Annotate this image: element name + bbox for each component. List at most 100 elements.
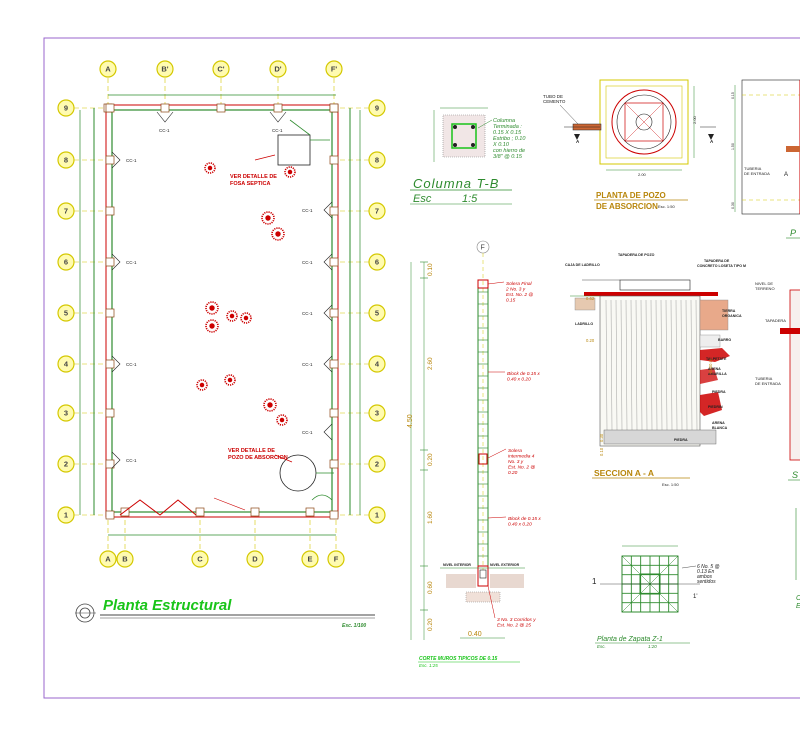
- plan-column-3: [273, 103, 283, 113]
- tree-11: [276, 414, 288, 426]
- tree-8: [196, 379, 208, 391]
- grid-bubble-top-1-label: B': [161, 65, 168, 74]
- right-pipe-label-1: TUBERIA: [744, 166, 762, 171]
- grid-bubble-left-8-circle: [57, 506, 75, 524]
- cc-right-tag-1: CC-1: [302, 260, 313, 265]
- column-note-leader: [477, 119, 493, 129]
- grid-bubble-bottom-1-label: B: [122, 555, 128, 564]
- right-ground-2: TERRENO: [755, 286, 775, 291]
- grid-bubble-left-8-label: 1: [64, 511, 68, 520]
- well-outer-box: [599, 79, 689, 165]
- right-mark-a: A: [784, 172, 788, 178]
- tree-7: [240, 312, 252, 324]
- wall-base-beam: [477, 565, 489, 587]
- footing-note-1: 0.13 En: [697, 569, 714, 575]
- tree-6: [226, 310, 238, 322]
- well-title-2: DE ABSORCION: [596, 202, 658, 211]
- shaft-line-626: [625, 299, 628, 431]
- cc-left-tag-1: CC-1: [126, 260, 137, 265]
- label-stone: PIEDRA: [712, 390, 726, 394]
- level-exterior: NIVEL EXTERIOR: [490, 563, 520, 567]
- wall-dim-label-5: 0.20: [427, 618, 434, 631]
- tree-core-8: [199, 382, 205, 388]
- shaft-line-656: [655, 299, 658, 431]
- plan-column-12: [329, 155, 339, 165]
- tree-9: [224, 374, 236, 386]
- cc-right-tag-2: CC-1: [302, 311, 313, 316]
- cut-marker-left: A: [576, 139, 580, 144]
- grid-bubble-right-7-circle: [368, 455, 386, 473]
- right-partial-details: 0.15 1.50 0.30 TUBERIA DE ENTRADA A P NI…: [731, 79, 800, 610]
- note-absorption-2: POZO DE ABSORCION: [228, 455, 288, 461]
- right-ground-1: NIVEL DE: [755, 281, 773, 286]
- note-block-1-line-1: 0.40 x 0.20: [507, 377, 531, 383]
- grid-bubble-left-2-circle: [57, 202, 75, 220]
- note-absorption-1: VER DETALLE DE: [228, 448, 275, 454]
- footing-scale-label: Esc.: [597, 644, 606, 649]
- column-note-5: con hierro de: [493, 148, 525, 154]
- label-clay: BARRO: [718, 338, 731, 342]
- inner-wall-line: [111, 109, 333, 513]
- well-center: [635, 113, 653, 131]
- grid-bubble-right-3-circle: [368, 253, 386, 271]
- grid-bubble-right-2-label: 7: [375, 207, 379, 216]
- shaft-line-641: [640, 299, 643, 431]
- grid-bubble-bottom-2-label: C: [197, 555, 203, 564]
- cc-right-tag-0: CC-1: [302, 208, 313, 213]
- grid-bubble-left-0-label: 9: [64, 104, 68, 113]
- grid-bubble-top-4-circle: [325, 60, 343, 78]
- plan-column-18: [329, 308, 339, 318]
- plan-column-14: [329, 206, 339, 216]
- tree-core-0: [207, 165, 213, 171]
- plan-grid-lines: [74, 78, 370, 550]
- cut-arrow-left: [574, 134, 580, 140]
- grid-bubble-left-3-circle: [57, 253, 75, 271]
- grid-bubble-right-8-circle: [368, 506, 386, 524]
- section-dim-0: 0.62: [586, 296, 595, 301]
- note-block-1-line-0: Block de 0.15 x: [507, 371, 540, 377]
- cc-left-tag-3: CC-1: [126, 458, 137, 463]
- cc-left-arrow-0: [111, 151, 121, 169]
- right-dim-2: 1.50: [731, 143, 735, 150]
- well-lid-diag2: [624, 102, 664, 142]
- shaft-hatching: [605, 299, 698, 431]
- plan-column-13: [105, 206, 115, 216]
- grid-bubble-left-3-label: 6: [64, 258, 68, 267]
- cc-top-tag-0: CC-1: [159, 128, 170, 133]
- wall-footing: [465, 591, 501, 603]
- cc-right-arrow-0: [323, 201, 333, 219]
- column-title: Columna T-B: [413, 176, 499, 191]
- grid-bubble-bottom-3-label: D: [252, 555, 258, 564]
- note-solera-final-line-2: Est. No. 2 @: [506, 292, 533, 298]
- tree-core-3: [275, 231, 281, 237]
- shaft-line-671: [670, 299, 673, 431]
- rebar-4: [471, 143, 475, 147]
- grid-bubble-left-5-circle: [57, 355, 75, 373]
- wall-scale: Esc. 1:25: [419, 663, 438, 668]
- tree-5: [205, 319, 219, 333]
- door-swing: [311, 494, 333, 501]
- cc-right-tag-3: CC-1: [302, 362, 313, 367]
- plan-column-25: [105, 510, 115, 520]
- right-pipe-label-2: DE ENTRADA: [744, 171, 770, 176]
- wall-base-width: 0.40: [468, 631, 482, 638]
- cc-left-arrow-1: [111, 253, 121, 271]
- plan-column-20: [329, 359, 339, 369]
- cc-left-tag-0: CC-1: [126, 158, 137, 163]
- grid-bubble-bottom-5-label: F: [334, 555, 339, 564]
- shaft-line-676: [675, 299, 678, 431]
- plan-column-5: [120, 507, 130, 517]
- right-pipe2-label-1: TUBERIA: [755, 376, 773, 381]
- tree-3: [271, 227, 285, 241]
- solera-intermedia-beam: [478, 453, 488, 465]
- wall-base-rebar: [479, 569, 487, 579]
- cc-left-arrow-3: [111, 451, 121, 469]
- note-solera-int-line-3: Est. No. 2 @: [508, 465, 535, 471]
- wall-title: CORTE MUROS TIPICOS DE 0.15: [419, 656, 497, 662]
- note-solera-int-line-1: intermedia 4: [508, 454, 535, 460]
- right-cut-p: P: [790, 228, 796, 238]
